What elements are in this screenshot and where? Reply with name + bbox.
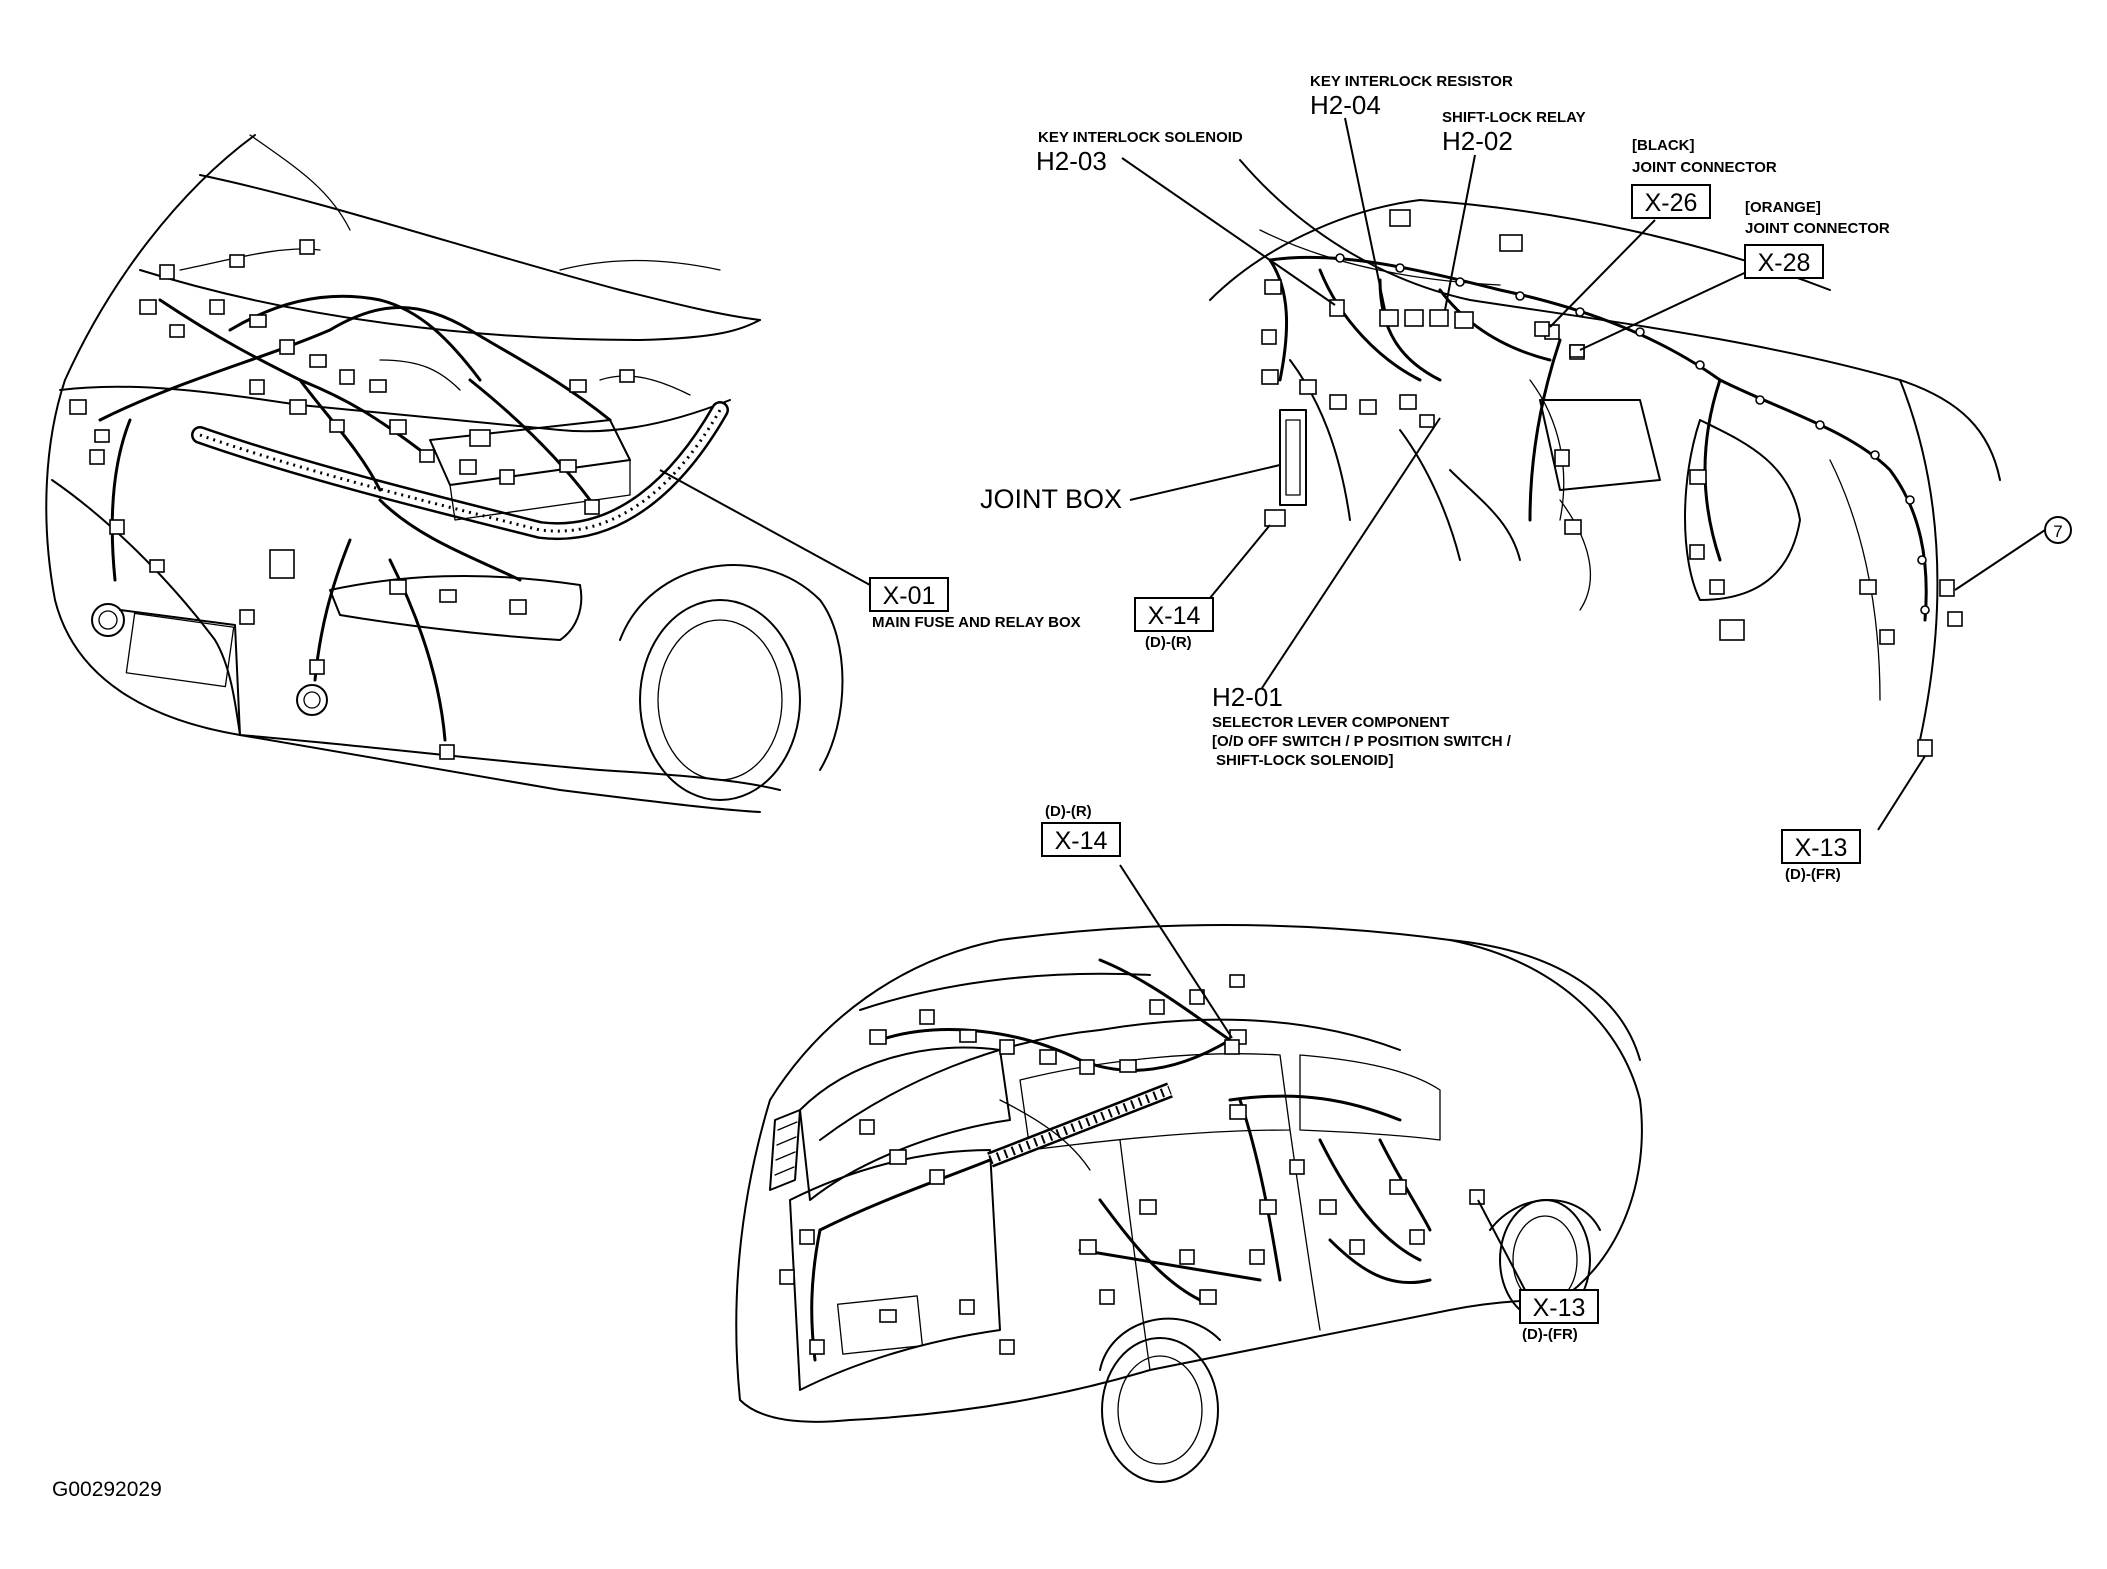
- h2-02-name: SHIFT-LOCK RELAY: [1442, 109, 1586, 126]
- dashboard-interior-view: [1121, 117, 2046, 831]
- x-14-top-code: X-14: [1148, 602, 1201, 630]
- x-13-top-code: X-13: [1795, 834, 1848, 862]
- harness-clip-dots: [1335, 253, 1930, 615]
- h2-03-name: KEY INTERLOCK SOLENOID: [1038, 129, 1243, 146]
- x-01-code: X-01: [883, 582, 936, 610]
- x-13-bottom-sub: (D)-(FR): [1522, 1326, 1578, 1343]
- x-28-color: [ORANGE]: [1745, 199, 1821, 216]
- x-13-top-box: [1781, 829, 1861, 864]
- x-14-bottom-sub: (D)-(R): [1045, 803, 1092, 820]
- reference-circle-7: [2044, 516, 2072, 544]
- x-28-code: X-28: [1758, 249, 1811, 277]
- h2-04-code: H2-04: [1310, 90, 1381, 120]
- connector-group-engine-bay: [69, 239, 635, 760]
- x-28-name: JOINT CONNECTOR: [1745, 220, 1890, 237]
- x-26-code: X-26: [1645, 189, 1698, 217]
- x-13-top-sub: (D)-(FR): [1785, 866, 1841, 883]
- x-14-bottom-code: X-14: [1055, 827, 1108, 855]
- x-14-bottom-box: [1041, 822, 1121, 857]
- connector-group-body: [779, 974, 1485, 1355]
- h2-04-name: KEY INTERLOCK RESISTOR: [1310, 73, 1513, 90]
- connector-group-dashboard: [1261, 209, 1963, 757]
- reference-circle-7-label: 7: [2053, 522, 2062, 541]
- x-01-box: [869, 577, 949, 612]
- x-01-description: MAIN FUSE AND RELAY BOX: [872, 614, 1081, 631]
- x-26-color: [BLACK]: [1632, 137, 1694, 154]
- x-14-top-box: [1134, 597, 1214, 632]
- x-26-name: JOINT CONNECTOR: [1632, 159, 1777, 176]
- rear-body-view: [735, 864, 1643, 1483]
- x-13-bottom-box: [1519, 1289, 1599, 1324]
- h2-01-code: H2-01: [1212, 682, 1283, 712]
- h2-01-line2: [O/D OFF SWITCH / P POSITION SWITCH /: [1212, 733, 1512, 750]
- x-14-top-sub: (D)-(R): [1145, 634, 1192, 651]
- h2-03-code: H2-03: [1036, 146, 1107, 176]
- front-engine-bay-view: [45, 134, 871, 813]
- x-13-bottom-code: X-13: [1533, 1294, 1586, 1322]
- h2-01-line1: SELECTOR LEVER COMPONENT: [1212, 714, 1449, 731]
- h2-02-code: H2-02: [1442, 126, 1513, 156]
- figure-id: G00292029: [52, 1478, 162, 1501]
- joint-box-label: JOINT BOX: [980, 484, 1122, 514]
- x-28-box: [1744, 244, 1824, 279]
- x-26-box: [1631, 184, 1711, 219]
- h2-01-line3: SHIFT-LOCK SOLENOID]: [1216, 752, 1394, 769]
